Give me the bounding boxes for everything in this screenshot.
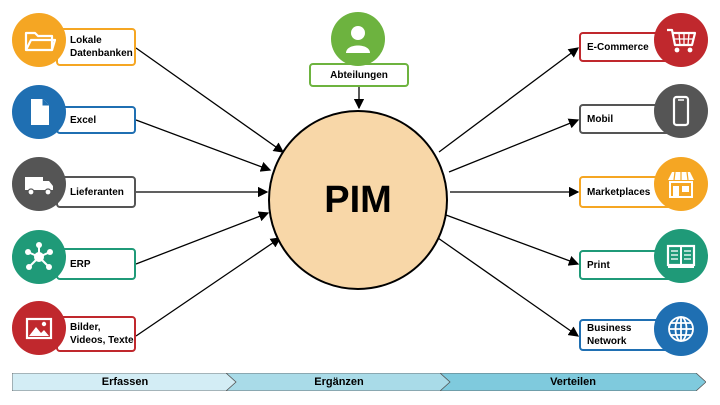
phone-icon [654,84,708,138]
arrow-erp [135,211,270,265]
input-label-lokale-datenbanken: Lokale Datenbanken [70,35,133,59]
person-icon [331,12,385,66]
output-label-business-network: Business Network [587,323,632,347]
phase-ergaenzen: Ergänzen [226,373,452,391]
input-label-excel: Excel [70,114,97,126]
input-box-excel: Excel [56,106,136,134]
image-icon [12,301,66,355]
phase-erfassen: Erfassen [12,373,238,391]
abteilungen-box: Abteilungen [309,63,409,87]
arrow-mobil [448,118,580,173]
input-label-erp: ERP [70,258,91,270]
globe-icon [654,302,708,356]
input-label-lieferanten: Lieferanten [70,186,124,198]
input-box-lokale-datenbanken: Lokale Datenbanken [56,28,136,66]
output-label-mobil: Mobil [587,113,614,125]
cart-icon [654,13,708,67]
phase-verteilen: Verteilen [440,373,706,391]
output-label-e-commerce: E-Commerce [587,41,649,53]
input-box-lieferanten: Lieferanten [56,176,136,208]
pim-core-label: PIM [324,178,392,221]
phase-verteilen-label: Verteilen [550,376,596,388]
input-box-erp: ERP [56,248,136,280]
phase-ergaenzen-label: Ergänzen [314,376,364,388]
arrow-business-network [437,237,580,337]
output-label-marketplaces: Marketplaces [587,186,651,198]
phase-verteilen-shape [440,373,706,391]
output-label-print: Print [587,259,610,271]
arrow-bilder [135,237,282,337]
input-label-bilder: Bilder, Videos, Texte [70,322,134,346]
store-icon [654,157,708,211]
arrow-print [445,214,580,266]
folder-icon [12,13,66,67]
pim-core-node: PIM [268,110,448,290]
book-icon [654,229,708,283]
phase-erfassen-label: Erfassen [101,376,149,388]
arrow-excel [135,119,272,172]
truck-icon [12,157,66,211]
arrow-lokale-datenbanken [135,47,285,153]
abteilungen-label: Abteilungen [330,69,388,81]
arrow-e-commerce [438,47,580,153]
phase-ergaenzen-shape [226,373,452,391]
document-icon [12,85,66,139]
input-box-bilder: Bilder, Videos, Texte [56,316,136,352]
network-icon [12,230,66,284]
